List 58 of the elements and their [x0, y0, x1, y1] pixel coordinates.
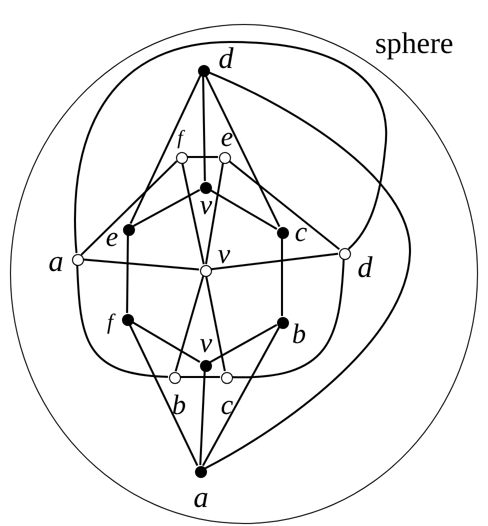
vertex-label: e: [220, 124, 234, 152]
graph-edge: [228, 160, 340, 250]
graph-edge: [82, 258, 200, 270]
hollow-vertex: [176, 152, 188, 164]
graph-edge: [80, 160, 178, 256]
filled-vertex: [277, 317, 289, 329]
graph-edge: [74, 41, 388, 254]
filled-vertex: [123, 224, 135, 236]
graph-edge: [210, 324, 278, 363]
vertex-label: c: [294, 219, 308, 247]
vertex-label: d: [218, 44, 234, 74]
vertex-label: b: [292, 321, 306, 349]
filled-vertex: [200, 182, 212, 194]
graph-edge: [132, 321, 200, 363]
filled-vertex: [277, 227, 289, 239]
graph-edge: [205, 162, 224, 264]
sphere-label: sphere: [375, 29, 454, 59]
graph-edge: [210, 189, 278, 230]
graph-edge: [187, 156, 218, 158]
vertex-label: f: [106, 311, 114, 333]
vertex-label: d: [358, 253, 372, 283]
filled-vertex: [200, 360, 212, 372]
sphere-outline: [10, 24, 478, 524]
filled-vertex: [195, 466, 207, 478]
graph-edge: [181, 162, 205, 264]
graph-edge: [126, 234, 129, 314]
graph-edge: [130, 75, 202, 224]
hollow-vertex: [169, 372, 181, 384]
graph-edge: [174, 275, 204, 372]
graph-edge: [199, 370, 206, 466]
graph-edge: [128, 324, 198, 466]
vertex-label: v: [218, 241, 230, 269]
graph-edge: [210, 252, 338, 270]
hollow-vertex: [72, 254, 84, 266]
vertex-label: v: [200, 330, 212, 358]
graph-edge: [204, 74, 280, 228]
vertex-label: f: [177, 128, 183, 148]
graph-edge: [202, 76, 206, 182]
hollow-vertex: [219, 152, 231, 164]
graph-edge: [205, 276, 226, 372]
hollow-vertex: [339, 248, 351, 260]
vertex-label: e: [106, 224, 118, 252]
graph-edge: [202, 326, 280, 466]
graph-edge: [204, 71, 411, 470]
vertex-label: c: [220, 392, 234, 420]
graph-edge: [132, 189, 200, 227]
graph-edge: [180, 376, 220, 378]
hollow-vertex: [221, 372, 233, 384]
filled-vertex: [198, 65, 210, 77]
filled-vertex: [122, 314, 134, 326]
graph-edge: [76, 264, 168, 378]
vertex-label: b: [172, 392, 186, 420]
graph-edge: [281, 238, 283, 316]
hollow-vertex: [200, 265, 212, 277]
vertex-label: v: [200, 192, 212, 220]
graph-edge: [232, 258, 345, 378]
vertex-label: a: [48, 247, 64, 277]
vertex-label: a: [194, 483, 208, 513]
